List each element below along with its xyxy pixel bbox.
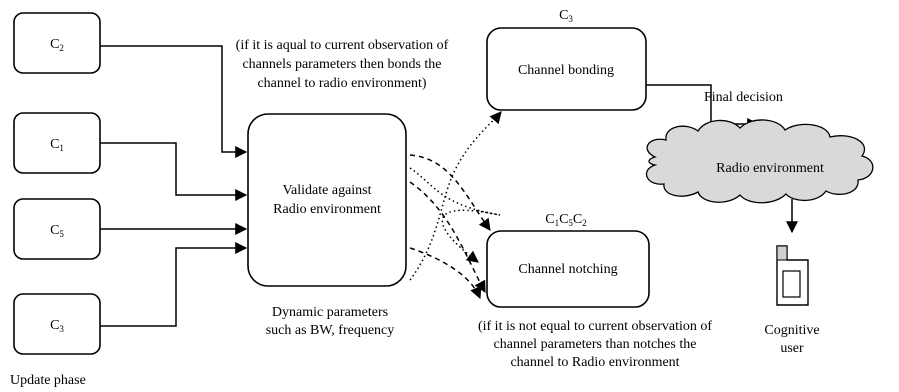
mobile-phone-icon — [776, 245, 809, 306]
radio-environment-label: Radio environment — [716, 161, 824, 176]
channel-bonding-label: Channel bonding — [518, 63, 614, 78]
cognitive-user-line2: user — [780, 341, 804, 356]
input-box-c2: C2 — [13, 12, 101, 74]
dashed-arrow-to-notching-1 — [409, 154, 491, 231]
channel-notching-box: Channel notching — [486, 230, 650, 308]
validate-box: Validate against Radio environment — [247, 113, 407, 287]
validate-line2: Radio environment — [273, 202, 381, 217]
dynamic-params-line2: such as BW, frequency — [266, 323, 395, 338]
dynamic-params-line1: Dynamic parameters — [272, 305, 388, 320]
input-box-label: C3 — [50, 318, 64, 334]
cognitive-user-line1: Cognitive — [764, 323, 819, 338]
radio-environment-cloud: Radio environment — [645, 119, 874, 204]
input-box-label: C1 — [50, 137, 64, 153]
input-box-label: C2 — [50, 37, 64, 53]
final-decision-label: Final decision — [704, 90, 783, 105]
connector-c3 — [100, 242, 248, 327]
validate-line1: Validate against — [282, 183, 371, 198]
dotted-arrow-to-bonding — [409, 111, 502, 281]
input-box-c5: C5 — [13, 198, 101, 260]
dashed-arrow-to-notching-3 — [409, 181, 486, 294]
top-note-line1: (if it is aqual to current observation o… — [236, 38, 449, 53]
channel-bonding-box: Channel bonding — [486, 27, 647, 111]
top-note-line2: channels parameters then bonds the — [242, 57, 441, 72]
bottom-note-line2: channel parameters than notches the — [494, 337, 697, 352]
input-box-c3: C3 — [13, 293, 101, 355]
input-box-label: C5 — [50, 223, 64, 239]
dotted-arrow-to-notching-2 — [409, 167, 501, 263]
bottom-note-line1: (if it is not equal to current observati… — [478, 319, 712, 334]
bonding-tag: C3 — [559, 8, 573, 24]
update-phase-label: Update phase — [10, 373, 86, 388]
channel-notching-label: Channel notching — [518, 262, 617, 277]
dashed-arrow-to-notching-4 — [409, 247, 482, 300]
cloud-shape — [645, 119, 874, 204]
notching-tag: C1C5C2 — [545, 212, 587, 228]
connector-c2 — [100, 45, 248, 158]
connector-c1 — [100, 142, 248, 201]
bottom-note-line3: channel to Radio environment — [510, 355, 679, 370]
input-box-c1: C1 — [13, 112, 101, 174]
top-note-line3: channel to radio environment) — [257, 76, 426, 91]
